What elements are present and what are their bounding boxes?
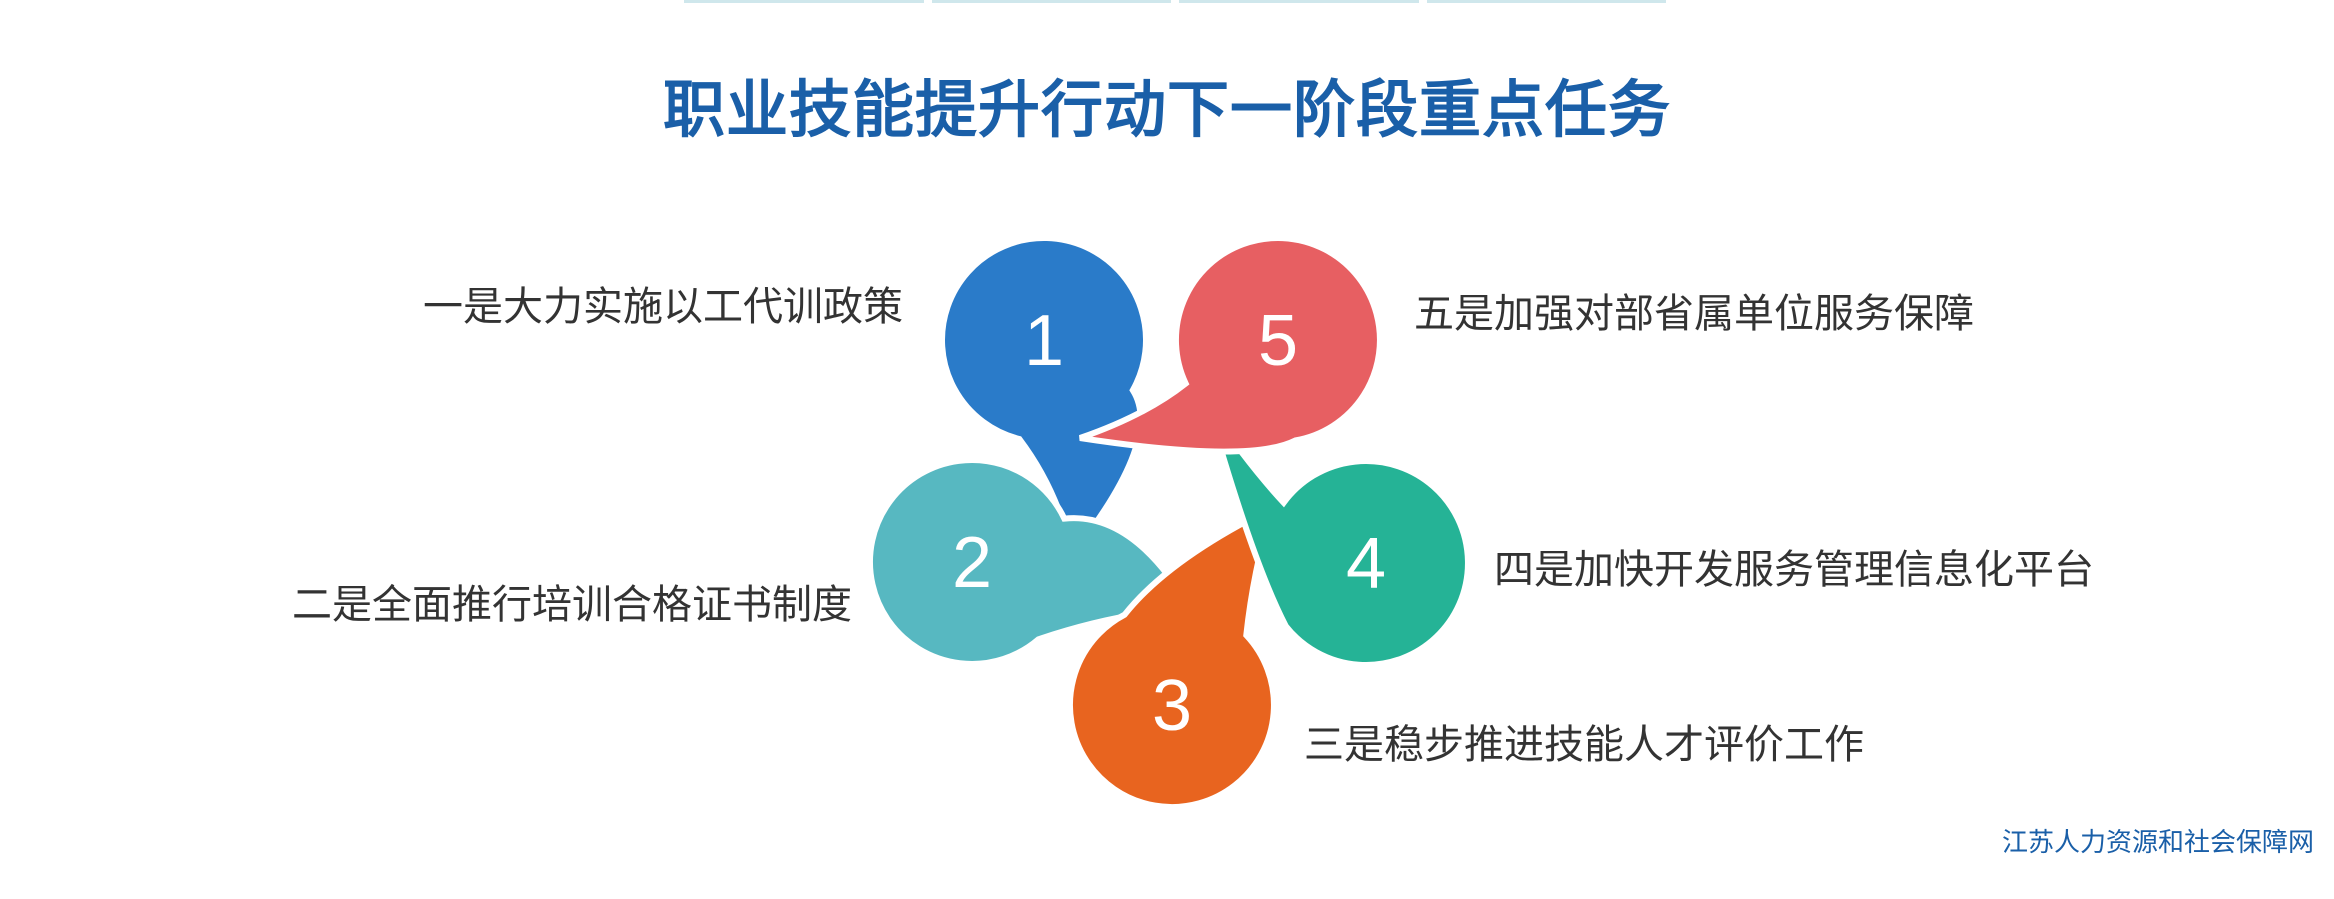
item-label-3: 三是稳步推进技能人才评价工作 <box>1304 722 1864 768</box>
item-label-5: 五是加强对部省属单位服务保障 <box>1414 291 1974 337</box>
top-tab-4[interactable] <box>1426 0 1666 3</box>
top-tab-2[interactable] <box>931 0 1171 3</box>
petal-number-4: 4 <box>1346 524 1386 604</box>
source-watermark: 江苏人力资源和社会保障网 <box>2001 828 2314 858</box>
petal-number-5: 5 <box>1258 301 1298 381</box>
petal-number-3: 3 <box>1152 666 1192 746</box>
petal-number-1: 1 <box>1024 301 1064 381</box>
item-label-2: 二是全面推行培训合格证书制度 <box>292 582 852 628</box>
top-tab-strip <box>684 0 1666 3</box>
item-label-1: 一是大力实施以工代训政策 <box>423 284 903 330</box>
top-tab-1[interactable] <box>684 0 924 3</box>
top-tab-3[interactable] <box>1179 0 1419 3</box>
page-title: 职业技能提升行动下一阶段重点任务 <box>662 73 1671 146</box>
item-label-4: 四是加快开发服务管理信息化平台 <box>1494 547 2094 593</box>
petal-number-2: 2 <box>952 523 992 603</box>
petal-5 <box>1079 235 1383 455</box>
